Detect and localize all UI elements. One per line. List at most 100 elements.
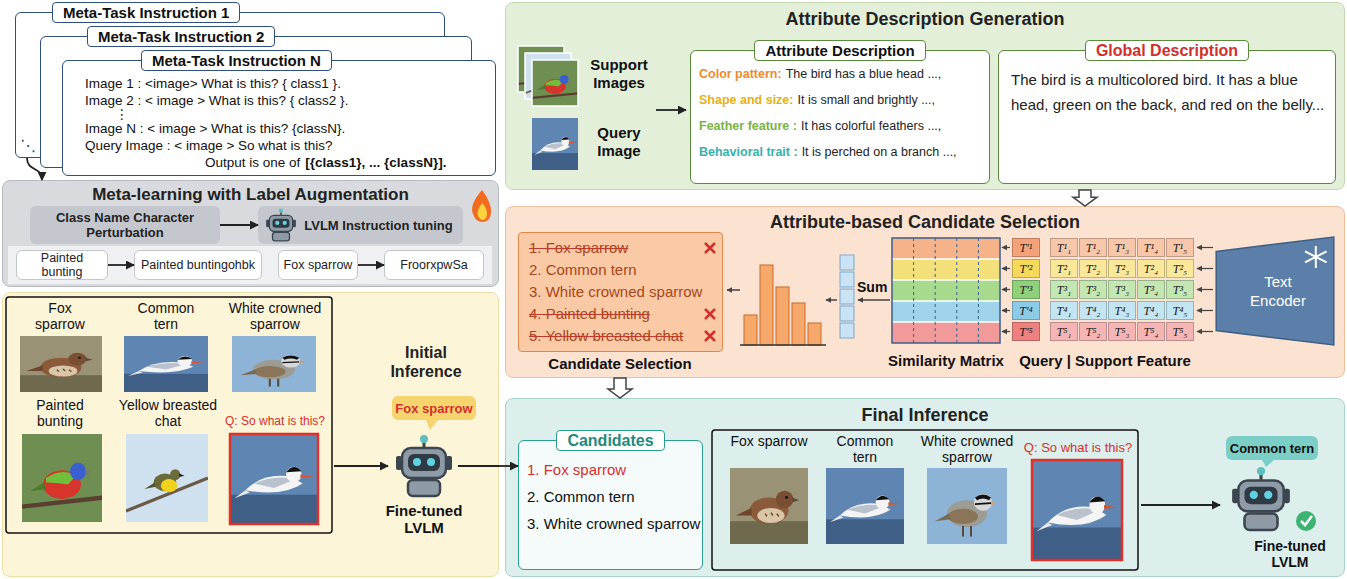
node-text: T⁵₁ <box>1056 325 1071 339</box>
text-holder: Common tern <box>128 300 204 332</box>
text-row: Behavioral trait :It is perched on a bra… <box>699 139 981 165</box>
node-text: Class Name Character Perturbation <box>38 210 212 240</box>
label-box: Painted bunting <box>16 250 108 280</box>
node-text: T¹₅ <box>1173 241 1187 255</box>
feature-cell: T¹₁ <box>1050 238 1078 257</box>
hollow-arrow <box>1073 190 1097 206</box>
node-text: T²₁ <box>1057 262 1071 276</box>
node-text: Painted bunting <box>21 251 103 279</box>
text-holder: Initial Inference <box>379 343 473 381</box>
node-text: Painted buntingohbk <box>141 258 255 272</box>
candidate-item: 1. Fox sparrow <box>527 456 694 483</box>
prompt-line: Query Image : < image > So what is this? <box>85 137 485 154</box>
bubble-text: Common tern <box>1230 441 1315 456</box>
node-text: T³₃ <box>1115 283 1129 297</box>
node-text: T⁴₃ <box>1114 304 1129 318</box>
model-label: Fine-tuned LVLM <box>376 502 472 536</box>
snowflake-icon <box>1305 246 1327 268</box>
image-caption: White crowned sparrow <box>222 300 328 332</box>
node-text: T²₅ <box>1173 262 1187 276</box>
text-holder: ⋱ <box>20 138 38 154</box>
node-text: T′⁴ <box>1019 304 1032 318</box>
speech-bubble: Common tern <box>1226 436 1318 460</box>
card-title: Meta-Task Instruction N <box>141 50 332 71</box>
arrow-connector <box>358 264 384 266</box>
candidate-item: 4. Painted bunting <box>529 303 712 325</box>
image-caption: Common tern <box>128 300 204 332</box>
candidate-item: 2. Common tern <box>527 483 694 510</box>
node-text: T⁴₅ <box>1172 304 1187 318</box>
candidate-list: 1. Fox sparrow2. Common tern3. White cro… <box>518 232 723 352</box>
feature-cell: T³₃ <box>1108 280 1136 299</box>
text-holder: Similarity Matrix <box>880 352 1012 369</box>
arrow-connector <box>220 224 258 226</box>
description-box: Attribute DescriptionColor pattern:The b… <box>690 50 990 184</box>
step-label: Candidate Selection <box>520 355 720 372</box>
attribute-text: It is perched on a branch ..., <box>802 145 957 159</box>
box-heading: Global Description <box>1085 40 1249 61</box>
node-text: T′¹ <box>1020 241 1033 255</box>
node-text: T¹₃ <box>1115 241 1129 255</box>
prompt-line: Image 1 : <image> What is this? { class1… <box>85 75 485 92</box>
feature-cell: T³₄ <box>1137 280 1165 299</box>
node-text: T⁴₄ <box>1143 304 1158 318</box>
text-row: Color pattern:The bird has a blue head .… <box>699 61 981 87</box>
label-box: FroorxpwSa <box>384 250 484 280</box>
node-text: T³₁ <box>1057 283 1071 297</box>
ellipsis: ⋮ <box>85 109 485 120</box>
step-label: Query | Support Feature <box>1008 352 1202 369</box>
node-text: T³₂ <box>1086 283 1100 297</box>
feature-cell: T′¹ <box>1012 238 1040 257</box>
node-text: T²₂ <box>1086 262 1100 276</box>
node-text: T⁵₂ <box>1085 325 1100 339</box>
feature-cell: T⁴₃ <box>1108 301 1136 320</box>
feature-cell: T′² <box>1012 259 1040 278</box>
card-title: Meta-Task Instruction 1 <box>52 2 240 23</box>
feature-cell: T¹₄ <box>1137 238 1165 257</box>
node-text: T³₅ <box>1173 283 1187 297</box>
description-box: Global DescriptionThe bird is a multicol… <box>998 50 1336 184</box>
step-label: Sum <box>857 279 891 295</box>
feature-cell: T′³ <box>1012 280 1040 299</box>
feature-cell: T⁵₄ <box>1137 322 1165 341</box>
feature-cell: T²₂ <box>1079 259 1107 278</box>
feature-cell: T¹₂ <box>1079 238 1107 257</box>
feature-cell: T⁵₅ <box>1166 322 1194 341</box>
image-caption: Support Images <box>582 56 656 92</box>
panel-title: Initial Inference <box>379 343 473 381</box>
text-row: Feather feature :It has colorful feather… <box>699 113 981 139</box>
label-box: Painted buntingohbk <box>134 250 262 280</box>
query-caption: Q: So what is this? <box>220 414 330 428</box>
hollow-arrow <box>608 378 632 398</box>
box-heading: Candidates <box>556 430 664 451</box>
text-holder: Yellow breasted chat <box>118 397 218 429</box>
feature-cell: T³₅ <box>1166 280 1194 299</box>
text-holder: White crowned sparrow <box>912 433 1022 465</box>
arrow-connector <box>499 465 518 467</box>
arrow-connector <box>27 158 42 180</box>
node-text: T²₃ <box>1115 262 1129 276</box>
node-text: T¹₄ <box>1144 241 1158 255</box>
text-row: Output is one of[{class1}, ... {classN}]… <box>85 154 485 171</box>
candidate-item: 3. White crowned sparrow <box>529 281 712 303</box>
attribute-name: Color pattern: <box>699 67 782 81</box>
node-text: T′³ <box>1020 283 1033 297</box>
image-caption: Painted bunting <box>22 397 98 429</box>
node-text: T⁵₅ <box>1172 325 1187 339</box>
feature-cell: T²₃ <box>1108 259 1136 278</box>
text-holder: Fine-tuned LVLM <box>1240 538 1340 570</box>
trapezoid-outline <box>1215 236 1335 346</box>
feature-cell: T⁵₁ <box>1050 322 1078 341</box>
model-label: Fine-tuned LVLM <box>1240 538 1340 570</box>
feature-cell: T²₅ <box>1166 259 1194 278</box>
text-holder: Candidate Selection <box>520 355 720 372</box>
node-text: T′⁵ <box>1019 325 1032 339</box>
attribute-name: Feather feature : <box>699 119 797 133</box>
image-caption: White crowned sparrow <box>912 433 1022 465</box>
description-text: The bird is a multicolored bird. It has … <box>999 61 1335 117</box>
feature-cell: T⁵₂ <box>1079 322 1107 341</box>
feature-cell: T⁴₄ <box>1137 301 1165 320</box>
node-text: T¹₂ <box>1086 241 1100 255</box>
